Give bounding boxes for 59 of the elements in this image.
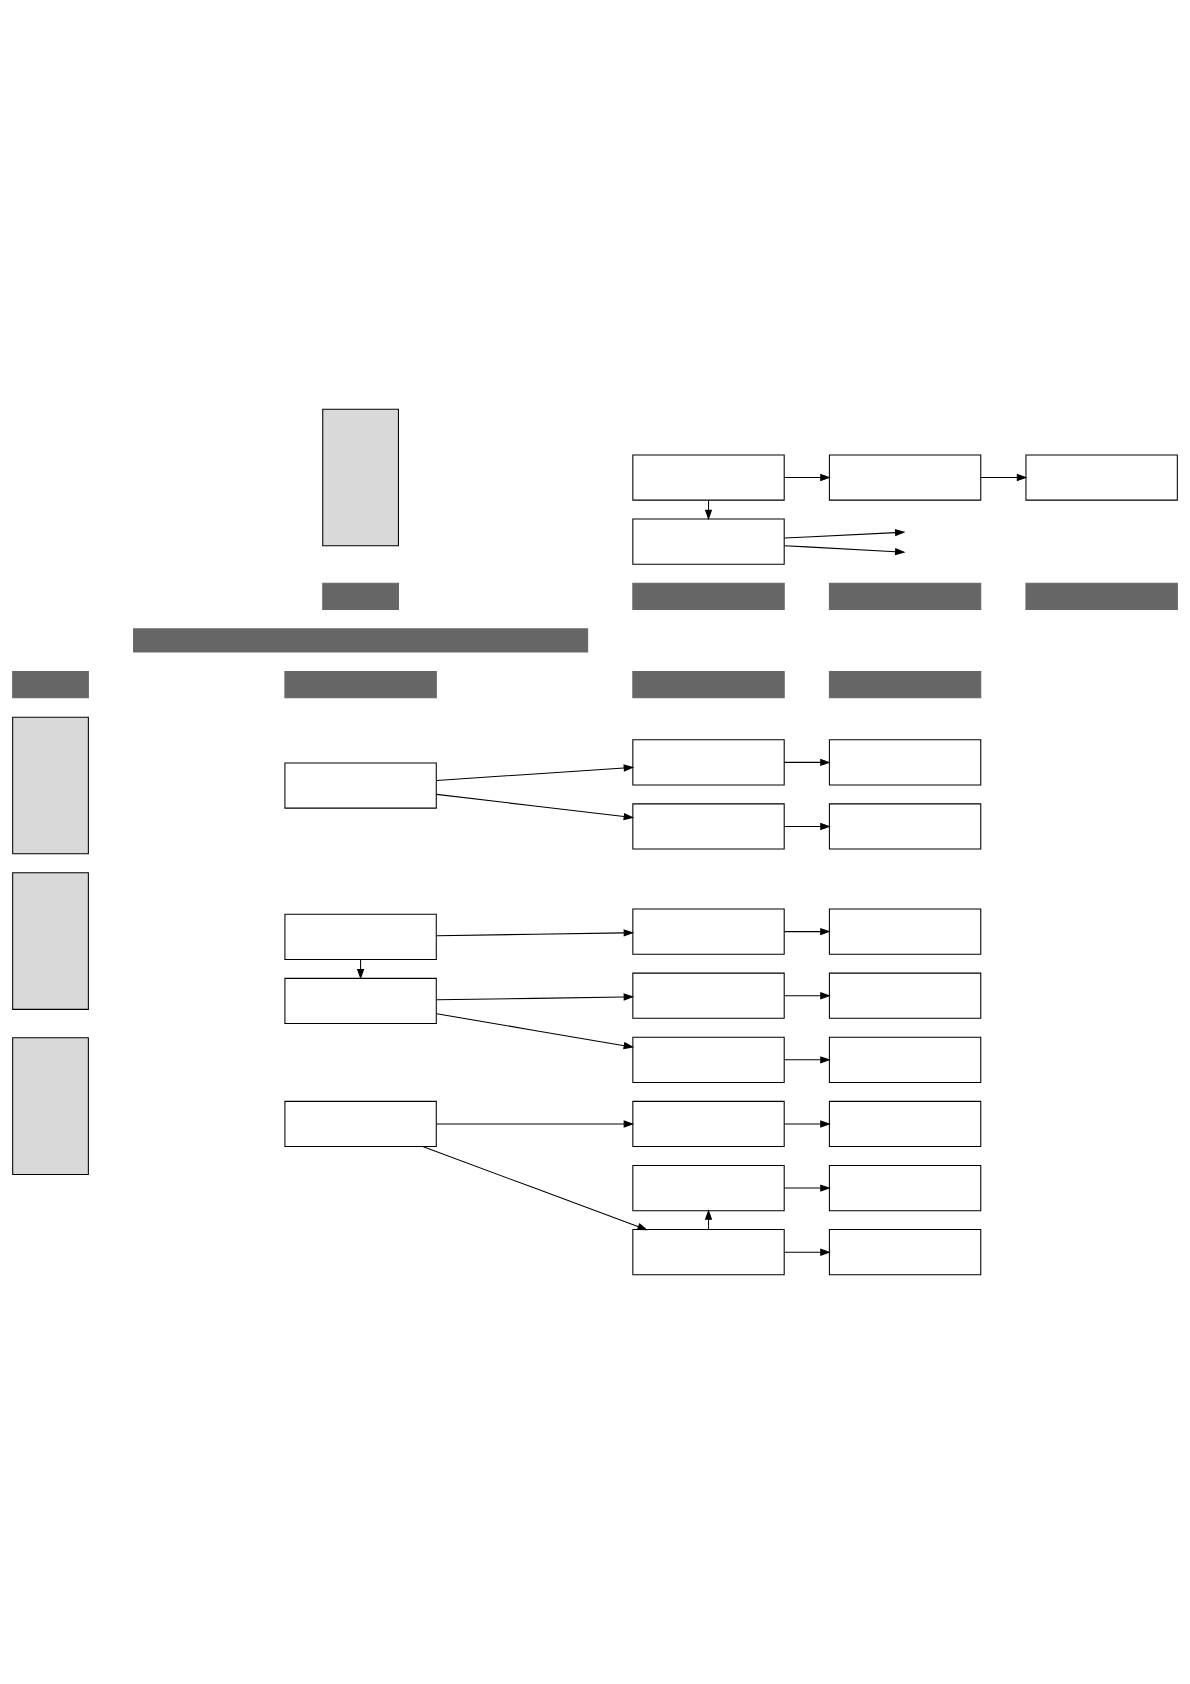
node-box — [828, 1164, 982, 1212]
node-box — [284, 1100, 437, 1148]
node-box — [632, 1036, 785, 1083]
node-box — [632, 1100, 785, 1148]
arrow — [783, 473, 831, 482]
node-box — [632, 1164, 785, 1212]
node-bar — [1025, 582, 1178, 610]
node-bar — [632, 582, 785, 610]
arrow — [436, 993, 635, 1001]
node-box — [322, 408, 399, 547]
arrow — [436, 793, 635, 821]
node-box — [828, 1229, 982, 1276]
node-box — [828, 972, 982, 1019]
node-bar — [828, 670, 982, 699]
arrow — [436, 764, 635, 781]
node-box — [12, 872, 89, 1010]
node-box — [1025, 454, 1178, 501]
arrow — [783, 822, 831, 831]
node-bar — [322, 582, 399, 610]
node-box — [828, 739, 982, 786]
node-box — [828, 454, 982, 501]
node-box — [284, 977, 437, 1025]
arrow — [422, 1146, 648, 1231]
node-box — [632, 972, 785, 1019]
node-box — [828, 908, 982, 955]
node-box — [632, 1229, 785, 1276]
arrow — [704, 499, 713, 521]
node-box — [12, 1037, 89, 1175]
node-box — [828, 803, 982, 850]
node-box — [632, 803, 785, 850]
node-box — [632, 518, 785, 565]
arrow — [783, 1184, 831, 1192]
arrow — [783, 927, 831, 936]
arrow — [436, 1120, 635, 1128]
arrow — [783, 992, 831, 1000]
arrow — [783, 758, 831, 767]
node-box — [12, 716, 89, 855]
node-box — [632, 908, 785, 955]
node-box — [284, 762, 437, 809]
node-box — [632, 454, 785, 501]
node-bar — [12, 670, 89, 699]
node-box — [632, 739, 785, 786]
arrow — [436, 1013, 635, 1050]
node-bar — [284, 670, 437, 699]
node-bar — [632, 670, 785, 699]
arrow — [783, 1120, 831, 1128]
arrow — [783, 545, 906, 556]
arrow — [783, 528, 906, 539]
arrow — [783, 1248, 831, 1256]
arrow — [356, 959, 365, 980]
node-box — [828, 1036, 982, 1083]
node-bar — [828, 582, 982, 610]
node-box — [828, 1100, 982, 1148]
arrow — [783, 1056, 831, 1064]
arrow — [436, 929, 635, 937]
arrow — [704, 1209, 713, 1230]
node-box — [284, 913, 437, 960]
arrow — [980, 473, 1028, 482]
node-bar — [133, 628, 589, 653]
